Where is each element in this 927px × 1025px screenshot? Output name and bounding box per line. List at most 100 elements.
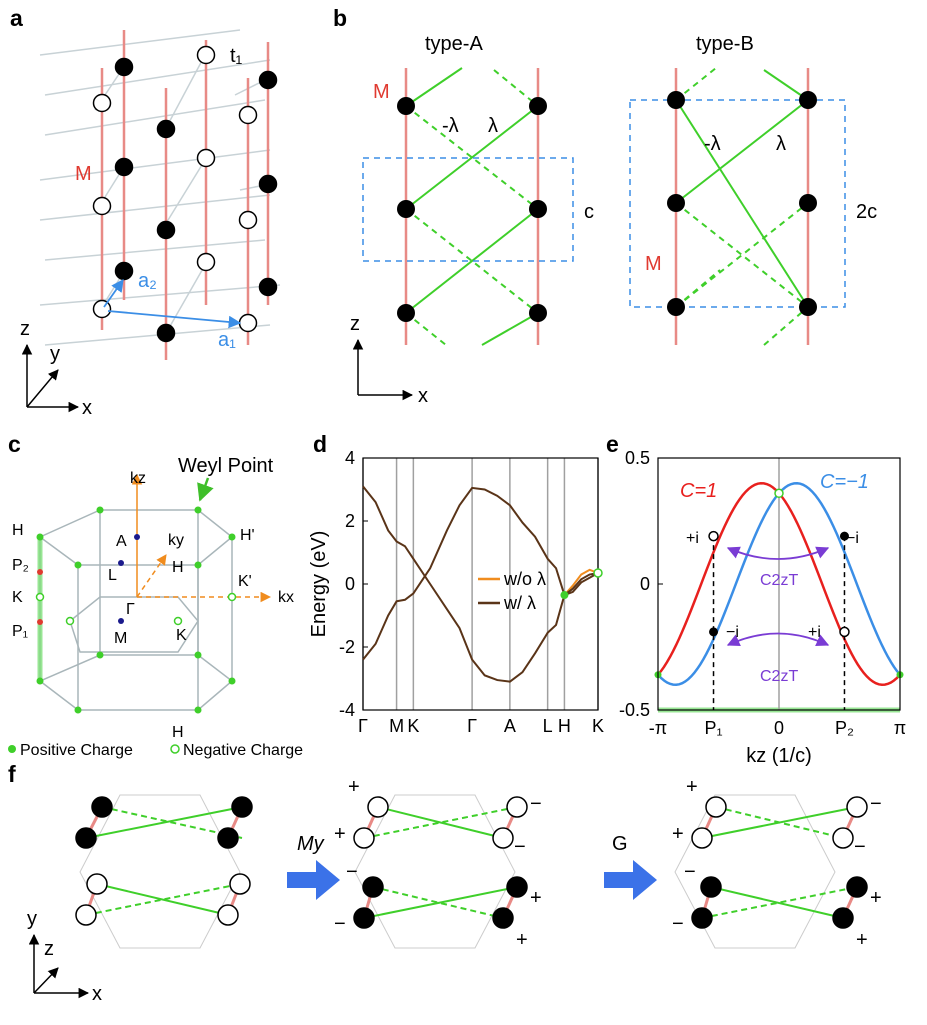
panel-b-label: b [333, 5, 347, 31]
sign-mid-3: − [514, 836, 526, 858]
label-h-left: H [12, 522, 24, 539]
chain-lines-b [404, 68, 810, 345]
axis-z-b: z [350, 313, 360, 335]
label-h-prime: H' [240, 527, 255, 544]
y-tick-label: -2 [339, 637, 355, 657]
y-tick-label: 4 [345, 448, 355, 468]
sign-right-5: − [672, 913, 684, 935]
axes-a [21, 343, 80, 413]
x-axis-label: kz (1/c) [746, 745, 812, 767]
c2zt-arrow-bottom [726, 632, 830, 646]
sign-right-3: − [854, 836, 866, 858]
y-tick-label: -0.5 [619, 700, 650, 720]
state-minus-i-top [839, 531, 849, 541]
x-tick-label: H [558, 716, 571, 736]
lattice-grid-lines [39, 29, 281, 346]
weyl-pointer [197, 477, 214, 502]
axis-z-a: z [20, 318, 30, 340]
y-tick-label: 0 [345, 574, 355, 594]
sign-mid-4: − [346, 861, 358, 883]
label-k-inner: K [176, 627, 187, 644]
label-lambda-a: λ [488, 115, 498, 137]
config-original [75, 794, 253, 949]
label-a-point: A [116, 533, 127, 550]
sign-mid-0: + [348, 776, 360, 798]
panel-d-label: d [313, 431, 327, 457]
unit-cell-box-b [629, 99, 846, 308]
sign-mid-6: + [530, 887, 542, 909]
x-tick-label: K [592, 716, 604, 736]
weyl-marker-h [560, 591, 569, 600]
state-minus-i-bottom [709, 627, 719, 637]
label-t1: t₁ [230, 45, 243, 67]
legend-negative: Negative Charge [183, 742, 303, 759]
x-tick-label: L [543, 716, 553, 736]
x-tick-label: 0 [774, 718, 784, 738]
label-m-b2: M [645, 253, 662, 275]
panel-f-label: f [8, 761, 16, 787]
vector-a1 [107, 310, 242, 329]
x-tick-label: M [389, 716, 404, 736]
arrow-g [604, 860, 657, 900]
config-after-g: + + − − − − + + [672, 776, 882, 951]
plot-frame [362, 457, 599, 711]
unit-cell-box-a [362, 157, 574, 262]
label-p2: P₂ [12, 557, 29, 574]
y-tick-label: 0.5 [625, 448, 650, 468]
sign-right-4: − [684, 861, 696, 883]
legend-positive: Positive Charge [20, 742, 133, 759]
label-2c: 2c [856, 201, 877, 223]
sign-right-1: + [672, 823, 684, 845]
label-kx: kx [278, 589, 294, 606]
label-m-b1: M [373, 81, 390, 103]
label-plus-i-top: +i [686, 530, 699, 547]
axis-x-a: x [82, 397, 92, 419]
label-my: My [297, 833, 325, 855]
sign-mid-5: − [334, 913, 346, 935]
x-tick-label: P₂ [835, 718, 854, 738]
axes-f [28, 933, 90, 999]
vector-a2 [103, 278, 124, 308]
label-h-bottom: H [172, 724, 184, 741]
brillouin-zone-edges [38, 509, 234, 711]
legend-positive-marker [8, 745, 16, 753]
sign-mid-2: − [530, 793, 542, 815]
axis-z-f: z [44, 938, 54, 960]
label-lambda-b: λ [776, 133, 786, 155]
panel-c-label: c [8, 431, 21, 457]
x-tick-label: Γ [467, 716, 477, 736]
label-k-left: K [12, 589, 23, 606]
label-g: G [612, 833, 628, 855]
panel-a-atoms [92, 45, 278, 343]
label-a2: a₂ [138, 270, 157, 292]
panel-a-label: a [10, 5, 23, 31]
chain-m-lines [100, 30, 270, 360]
legend-negative-marker [170, 744, 180, 754]
c2zt-arrow-top [726, 546, 830, 560]
axis-x-f: x [92, 983, 102, 1005]
sign-right-0: + [686, 776, 698, 798]
label-neg-lambda-b: -λ [704, 133, 721, 155]
config-after-my: + + − − − − + + [334, 776, 542, 951]
legend-w-label: w/ λ [503, 593, 536, 613]
sign-right-6: + [870, 887, 882, 909]
sign-right-7: + [856, 929, 868, 951]
label-c2zt-bottom: C2zT [760, 668, 798, 685]
label-h-inner: H [172, 559, 184, 576]
band-series-0 [563, 568, 599, 596]
hopping-lines-a [405, 67, 539, 346]
panel-e-label: e [606, 431, 619, 457]
weyl-points [35, 506, 237, 714]
axis-y-a: y [50, 343, 60, 365]
label-a1: a₁ [218, 329, 236, 351]
sign-mid-1: + [334, 823, 346, 845]
plot-frame [657, 457, 901, 711]
y-tick-label: 0 [640, 574, 650, 594]
x-tick-label: K [407, 716, 419, 736]
label-kz: kz [130, 470, 146, 487]
x-tick-label: P₁ [704, 718, 722, 738]
